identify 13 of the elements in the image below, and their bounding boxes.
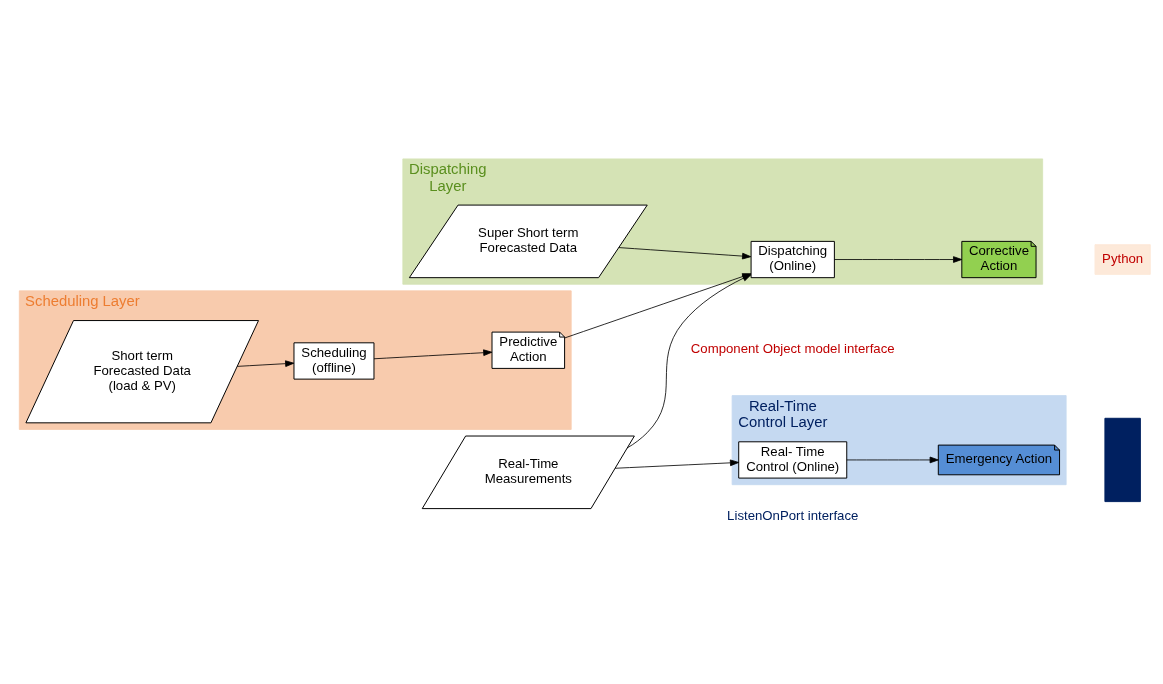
arrow — [614, 459, 740, 469]
node-box: Dispatching (Online) — [750, 240, 835, 279]
node-box — [1104, 417, 1141, 503]
arrow — [373, 349, 493, 360]
node-box: Scheduling (offline) — [293, 342, 375, 380]
arrow — [236, 360, 295, 367]
label: ListenOnPort interface — [727, 507, 859, 523]
node-box: Real- Time Control (Online) — [738, 441, 848, 479]
label: Component Object model interface — [690, 341, 895, 357]
arrow — [618, 247, 752, 260]
arrow — [834, 256, 963, 263]
arrow — [846, 456, 939, 464]
node-box: Python — [1094, 244, 1151, 275]
